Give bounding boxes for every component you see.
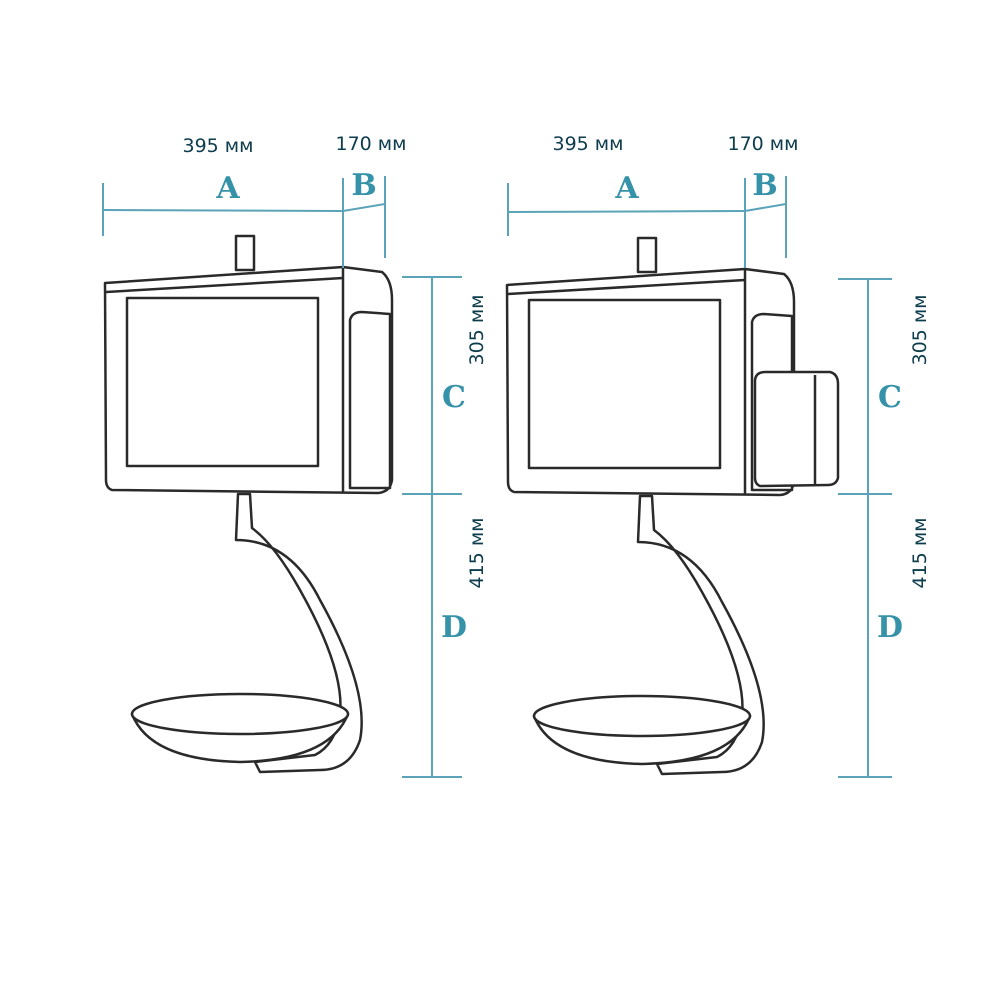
depth-b-label: 170 мм [336,133,407,155]
dimension-lines [507,176,892,778]
width-a-label: 395 мм [553,133,624,155]
letter-c: C [878,380,902,415]
dimension-lines [102,176,462,778]
scale-outline [103,234,394,774]
depth-b-label: 170 мм [728,133,799,155]
letter-a: A [614,171,639,206]
height-d-label: 415 мм [466,518,488,589]
letter-c: C [442,380,466,415]
letter-b: B [752,168,777,203]
scale-standard-drawing: 395 мм 170 мм A B C D 305 мм 415 мм [102,133,488,778]
height-c-label: 305 мм [909,295,931,366]
letter-a: A [215,171,240,206]
letter-d: D [441,610,467,645]
scale-outline [505,236,796,776]
height-c-label: 305 мм [466,295,488,366]
scale-with-printer-drawing: 395 мм 170 мм A B C D 305 мм 415 мм [505,133,931,778]
width-a-label: 395 мм [183,135,254,157]
height-d-label: 415 мм [909,518,931,589]
letter-d: D [877,610,903,645]
letter-b: B [351,168,376,203]
printer-module [753,370,840,488]
